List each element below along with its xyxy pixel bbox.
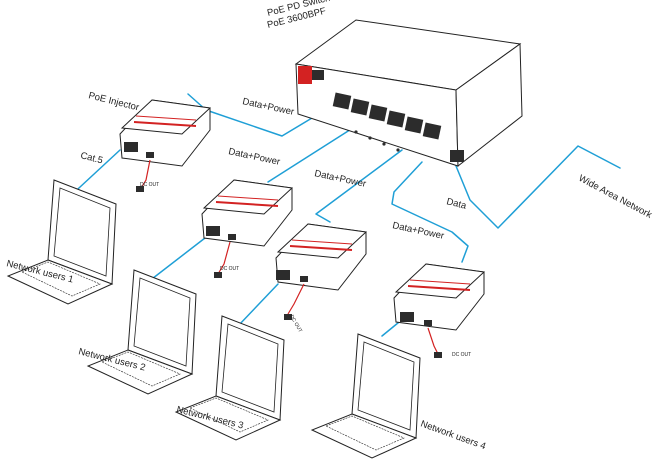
switch-led	[312, 70, 324, 80]
cable-switch-injector-2	[267, 125, 357, 183]
link-label-data-power-2: Data+Power	[227, 146, 281, 168]
switch-ports	[332, 92, 464, 162]
uplink-port	[450, 150, 464, 162]
link-label-data-power-3: Data+Power	[313, 168, 367, 190]
link-label-data: Data	[445, 196, 468, 212]
link-label-data-power-4: Data+Power	[391, 220, 445, 242]
dc-out-label-4: DC OUT	[452, 352, 471, 358]
cables	[65, 91, 621, 337]
cable-switch-injector-3	[315, 149, 403, 223]
dc-out-label-2: DC OUT	[220, 266, 239, 272]
poe-switch	[294, 19, 523, 168]
laptop-3	[174, 315, 285, 441]
brand-logo	[298, 66, 312, 84]
laptop-4	[310, 333, 421, 459]
dc-out-label-1: DC OUT	[140, 182, 159, 188]
link-label-cat5: Cat.5	[79, 150, 104, 166]
link-label-data-power-1: Data+Power	[241, 96, 295, 118]
injector-4	[393, 263, 486, 358]
cable-laptop-2	[147, 237, 206, 283]
cable-laptop-3	[237, 283, 279, 327]
dc-out-label-3: DC OUT	[288, 314, 303, 334]
cable-switch-injector-4	[391, 161, 469, 263]
injector-1	[119, 99, 212, 192]
injector-3	[275, 223, 368, 320]
laptop-1	[6, 179, 117, 305]
cable-wan	[455, 145, 621, 229]
link-label-wan: Wide Area Network	[577, 173, 654, 221]
injector-label: PoE Injector	[87, 90, 140, 113]
user-label-4: Network users 4	[419, 418, 487, 452]
injector-2	[201, 179, 294, 278]
laptop-2	[86, 269, 197, 395]
